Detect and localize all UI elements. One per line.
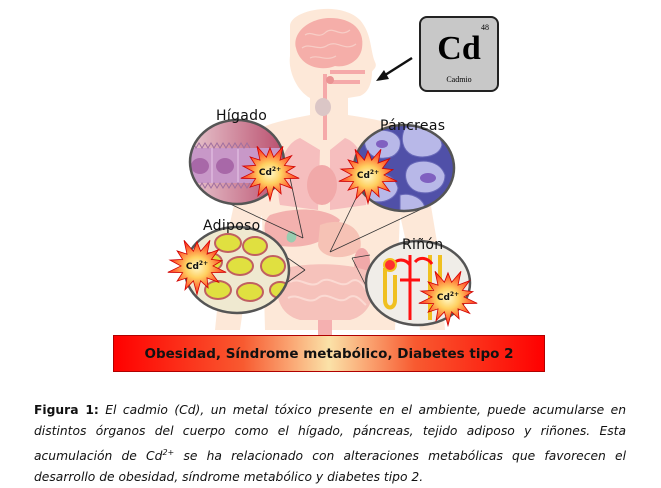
svg-text:Cd2+: Cd2+ xyxy=(437,291,459,303)
caption-superscript: 2+ xyxy=(162,448,175,457)
cadmium-body-diagram: Cd2+ Cd2+ Cd2+ Cd2+ xyxy=(167,8,478,335)
organ-label-adipose: Adiposo xyxy=(203,218,261,234)
atomic-number: 48 xyxy=(481,23,489,32)
svg-text:Cd2+: Cd2+ xyxy=(186,260,208,272)
svg-text:Cd2+: Cd2+ xyxy=(357,169,379,181)
cd-badge-adipose: Cd2+ xyxy=(167,240,227,297)
element-name: Cadmio xyxy=(446,75,472,84)
caption-text-2: se ha relacionado con alteraciones metab… xyxy=(34,449,626,485)
svg-text:Cd2+: Cd2+ xyxy=(259,166,281,178)
outcome-banner-text: Obesidad, Síndrome metabólico, Diabetes … xyxy=(144,345,514,362)
figure-caption: Figura 1: El cadmio (Cd), un metal tóxic… xyxy=(34,400,626,488)
cd-badge-kidney: Cd2+ xyxy=(418,271,478,328)
stomach-organ xyxy=(318,221,361,258)
heart-icon xyxy=(307,165,337,205)
cd-badge-pancreas: Cd2+ xyxy=(338,149,398,206)
starburst-icon xyxy=(240,146,300,203)
caption-text-1: El cadmio (Cd), un metal tóxico presente… xyxy=(34,403,626,464)
lungs-icon xyxy=(278,138,369,210)
intestines-organ xyxy=(276,264,374,320)
starburst-icon xyxy=(418,271,478,328)
starburst-icon xyxy=(167,240,227,297)
organ-label-kidney: Riñón xyxy=(402,237,444,253)
brain-icon xyxy=(295,18,363,69)
cd-badge-liver: Cd2+ xyxy=(240,146,300,203)
starburst-icon xyxy=(338,149,398,206)
exposure-arrow xyxy=(376,56,413,81)
element-symbol: Cd xyxy=(437,30,481,67)
outcome-banner: Obesidad, Síndrome metabólico, Diabetes … xyxy=(113,335,545,372)
caption-label: Figura 1: xyxy=(34,403,99,417)
cadmium-element-tile: 48 Cd Cadmio xyxy=(419,16,499,92)
organ-label-liver: Hígado xyxy=(216,108,268,124)
organ-label-pancreas: Páncreas xyxy=(380,118,446,134)
